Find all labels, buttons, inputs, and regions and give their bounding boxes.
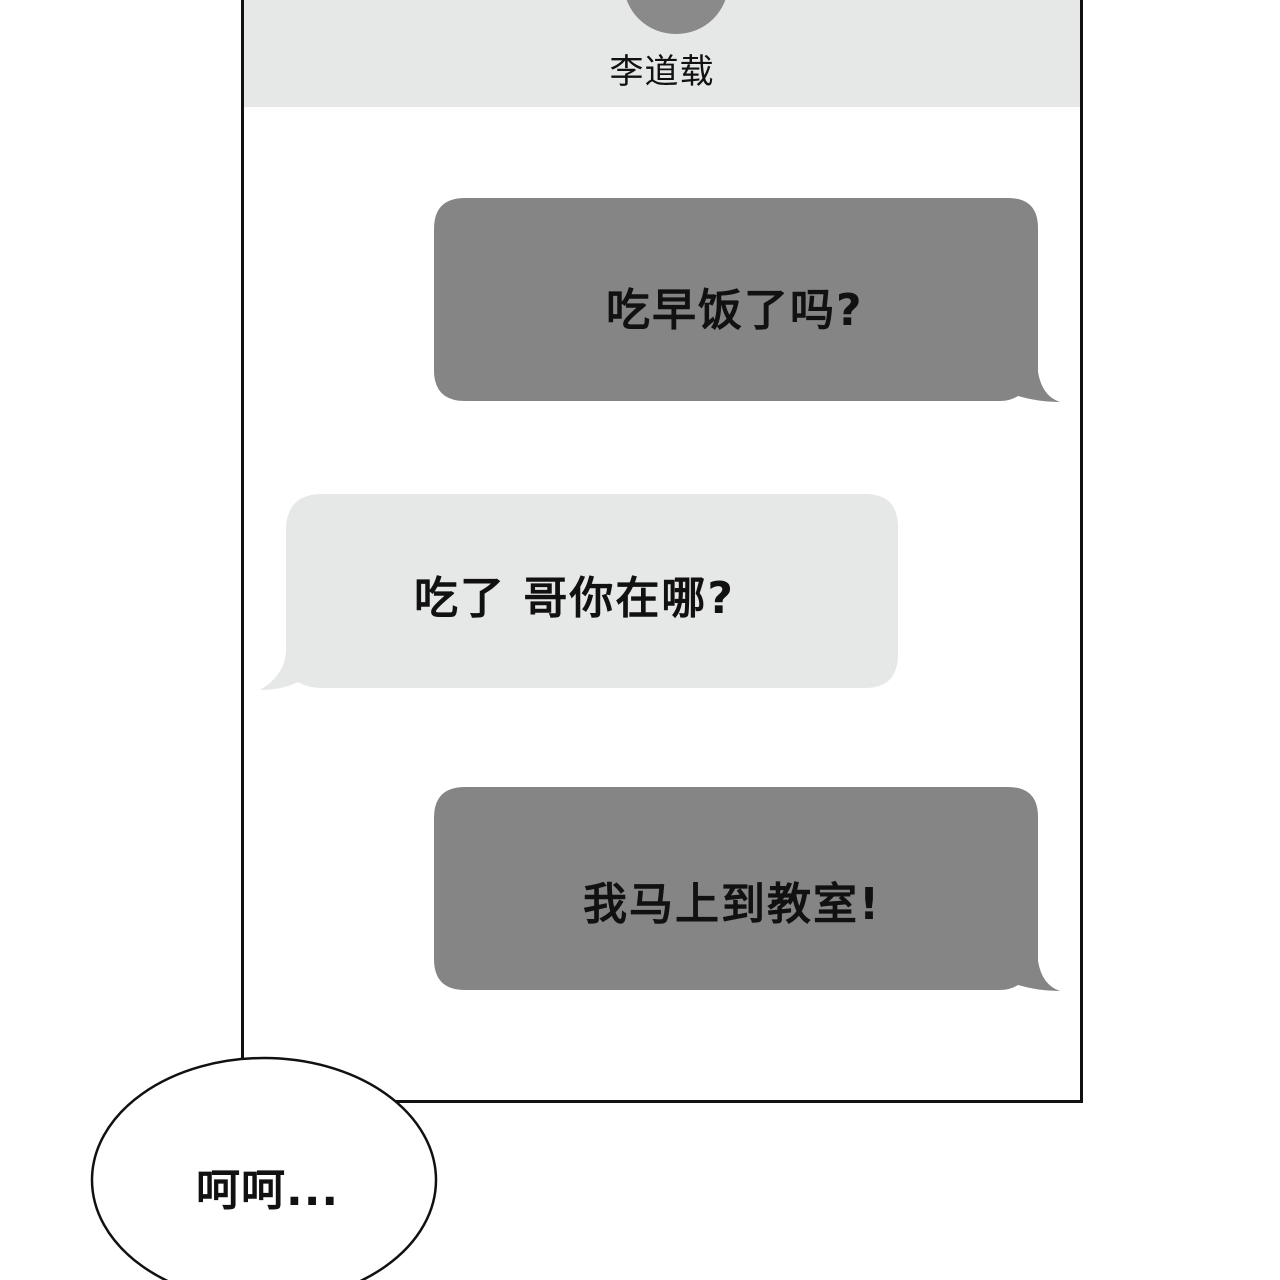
contact-avatar[interactable]: [624, 0, 728, 34]
chat-header: 李道载: [244, 0, 1080, 107]
speech-balloon-text: 呵呵...: [196, 1165, 340, 1216]
message-text: 吃早饭了吗?: [606, 285, 864, 336]
phone-screen-frame: 李道载: [241, 0, 1083, 1103]
message-text: 吃了 哥你在哪?: [414, 573, 735, 624]
contact-name: 李道载: [609, 52, 715, 92]
message-text: 我马上到教室!: [583, 879, 882, 930]
